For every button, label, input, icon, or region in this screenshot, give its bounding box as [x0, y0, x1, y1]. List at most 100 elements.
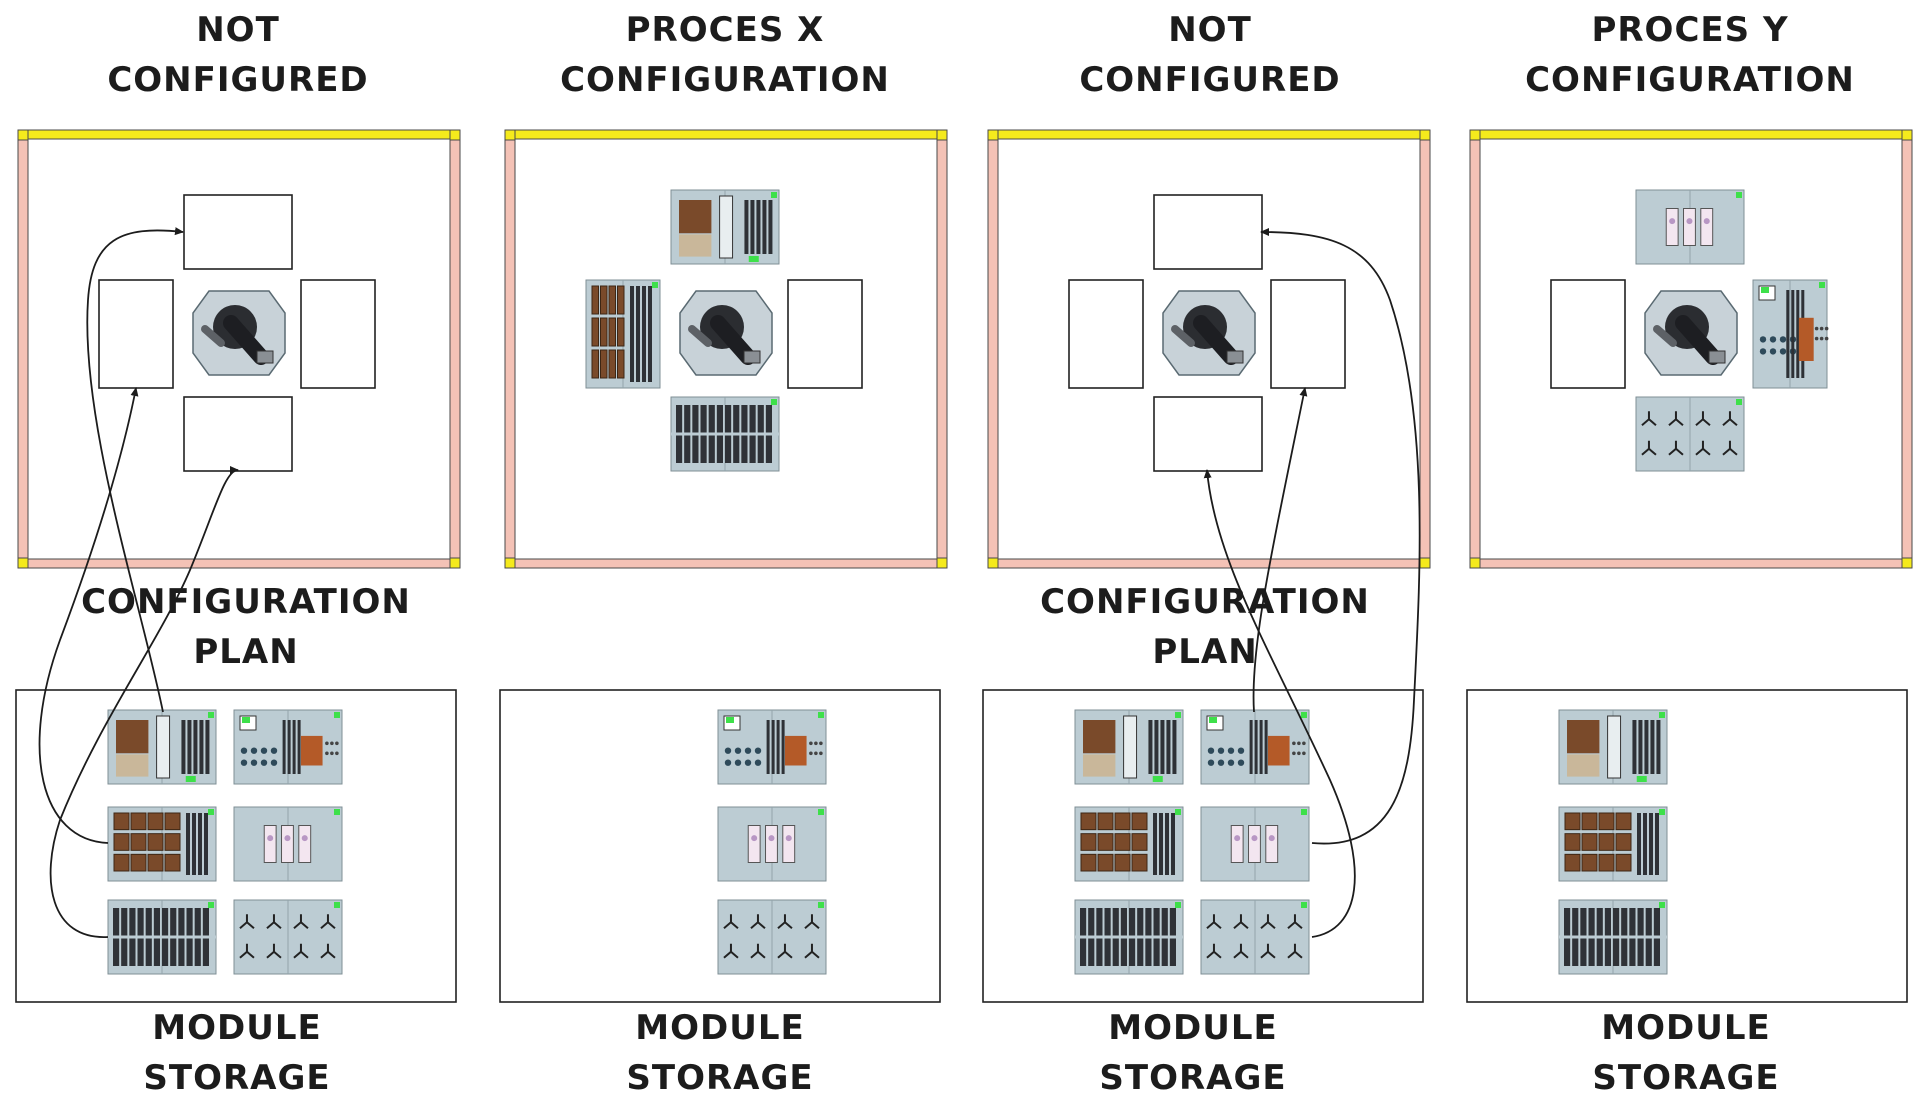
gripper-head [1234, 835, 1241, 842]
tray-cell [113, 833, 130, 851]
rack-bar [1172, 720, 1177, 774]
frame-corner [1469, 557, 1481, 569]
tray-cell [600, 285, 608, 315]
bracket-mark [293, 943, 309, 959]
connector-icon [748, 256, 759, 262]
rack-bar [776, 720, 780, 774]
tray-cell [1080, 853, 1097, 872]
tray-cell [130, 812, 147, 831]
gripper-unit [1230, 825, 1244, 863]
connector-icon [1209, 717, 1217, 723]
frame-right-rail [449, 133, 461, 565]
fixture-pin [240, 759, 248, 766]
panel-1-plan-line1: CONFIGURATION [81, 582, 411, 622]
rack-bar [1165, 813, 1169, 875]
bracket-mark [777, 943, 793, 959]
fixture-pin [744, 759, 752, 766]
bracket-mark [1233, 914, 1249, 929]
fixture-pin [809, 741, 813, 746]
connector-icon [1152, 776, 1163, 782]
frame-bottom-rail [508, 558, 944, 569]
bracket-mark [777, 914, 793, 929]
rack-bar [1643, 813, 1647, 875]
gripper-head [785, 835, 792, 842]
rack-bar [186, 813, 190, 875]
module-storage-2 [499, 689, 941, 1003]
robot-cell-module [107, 709, 217, 785]
fixture-pin [240, 747, 248, 754]
connector-icon [242, 717, 250, 723]
fixture-pin [1207, 759, 1215, 766]
fixture-pin [330, 751, 334, 756]
fixture-pin [335, 751, 339, 756]
gripper-unit [1700, 208, 1714, 246]
rack-bar [1160, 720, 1165, 774]
rack-bar [781, 720, 785, 774]
robot-arm-icon [679, 290, 773, 376]
panel-3-plan-line1: CONFIGURATION [1040, 582, 1370, 622]
rack-bar [1166, 720, 1171, 774]
tray-cell [1080, 833, 1097, 851]
panel-1-storage-line1: MODULE [152, 1008, 322, 1048]
tray-cell [1564, 812, 1581, 831]
robot-column [1123, 715, 1138, 779]
tray-block [1567, 720, 1600, 754]
connector-icon [1301, 712, 1307, 718]
tray-cell [1598, 853, 1615, 872]
bracket-mark [239, 943, 255, 959]
tray-cell [1114, 812, 1131, 831]
rack-bar [1632, 720, 1637, 774]
robot-joint [688, 325, 712, 347]
tray-cell [147, 812, 164, 831]
parts-grid [116, 754, 149, 777]
rack-bar [282, 720, 286, 774]
plan-arrow-5 [1260, 228, 1421, 845]
connector-icon [1175, 809, 1181, 815]
frame-corner [1419, 557, 1431, 569]
empty-slot-bottom [183, 396, 293, 472]
connector-icon [208, 902, 214, 908]
fixture-pin [1814, 336, 1819, 341]
fixture-pin [325, 741, 329, 746]
empty-slot-left [1550, 279, 1626, 389]
fixture-pin [1759, 348, 1767, 355]
bracket-mark [1641, 440, 1657, 456]
connector-icon [334, 809, 340, 815]
tray-cell [1131, 812, 1148, 831]
empty-slot-top [1153, 194, 1263, 270]
panel-3-storage-line2: STORAGE [1099, 1058, 1287, 1098]
fixture-pin [754, 747, 762, 754]
tray-cell [1564, 833, 1581, 851]
bracket-mark [1287, 914, 1303, 929]
panel-4-title: PROCES Y CONFIGURATION [1470, 5, 1910, 105]
fixture-pin [724, 759, 732, 766]
connector-icon [1761, 287, 1769, 293]
panel-2-title-line1: PROCES X [625, 10, 825, 50]
rack-bar [1649, 813, 1653, 875]
fixture-pin [1237, 759, 1245, 766]
fixture-pin [809, 751, 813, 756]
fixture-pin [734, 747, 742, 754]
parts-grid [1083, 754, 1116, 777]
bracket-mark [1695, 411, 1711, 426]
bracket-mark [1233, 943, 1249, 959]
bracket-mark [266, 943, 282, 959]
bracket-mark [266, 914, 282, 929]
frame-corner [936, 557, 948, 569]
gripper-unit [1683, 208, 1696, 246]
tray-cell [147, 833, 164, 851]
rack-bar [205, 720, 210, 774]
tray-cell [1097, 812, 1114, 831]
fixture-pin [335, 741, 339, 746]
connector-icon [818, 809, 824, 815]
tray-cell [1564, 853, 1581, 872]
connector-icon [818, 902, 824, 908]
bracket-mark [1722, 411, 1738, 426]
rack-bar [198, 813, 202, 875]
frame-bottom-rail [991, 558, 1427, 569]
rack-module [670, 396, 780, 472]
panel-1-title: NOT CONFIGURED [18, 5, 458, 105]
rack-bar [199, 720, 204, 774]
bracket-mark [1695, 440, 1711, 456]
rack-bar [642, 286, 646, 382]
